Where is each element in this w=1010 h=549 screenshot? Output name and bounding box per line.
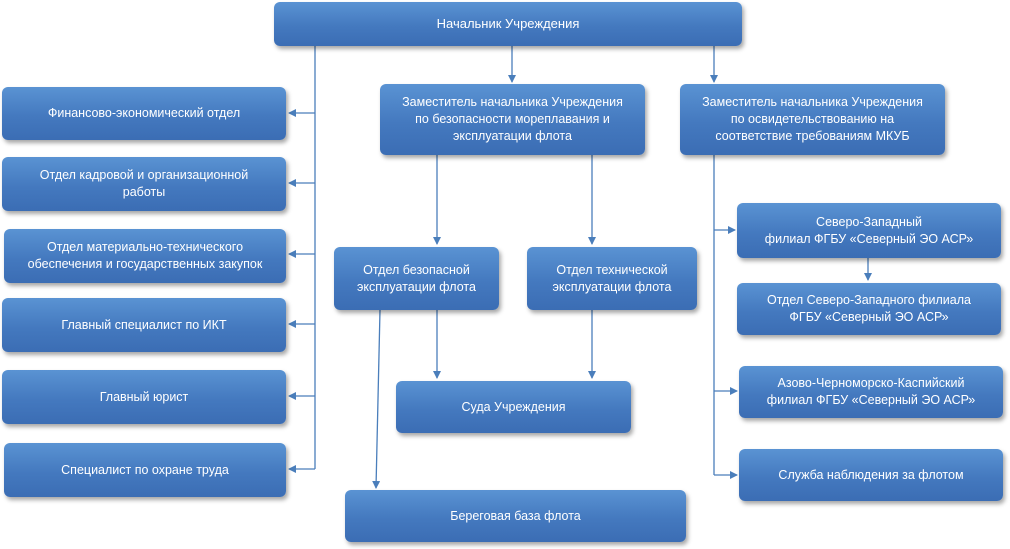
node-deputy-safety: Заместитель начальника Учреждения по без… [380, 84, 645, 155]
node-lawyer: Главный юрист [2, 370, 286, 424]
node-vessels: Суда Учреждения [396, 381, 631, 433]
node-nw-branch-dept: Отдел Северо-Западного филиала ФГБУ «Сев… [737, 283, 1001, 335]
node-head: Начальник Учреждения [274, 2, 742, 46]
node-deputy-cert: Заместитель начальника Учреждения по осв… [680, 84, 945, 155]
node-finance: Финансово-экономический отдел [2, 87, 286, 140]
node-azov-branch: Азово-Черноморско-Каспийский филиал ФГБУ… [739, 366, 1003, 418]
node-ict: Главный специалист по ИКТ [2, 298, 286, 352]
node-nw-branch: Северо-Западный филиал ФГБУ «Северный ЭО… [737, 203, 1001, 258]
node-coastal-base: Береговая база флота [345, 490, 686, 542]
node-safe-operation: Отдел безопасной эксплуатации флота [334, 247, 499, 310]
node-tech-operation: Отдел технической эксплуатации флота [527, 247, 697, 310]
node-labor-safety: Специалист по охране труда [4, 443, 286, 497]
node-fleet-monitoring: Служба наблюдения за флотом [739, 449, 1003, 501]
node-procurement: Отдел материально-технического обеспечен… [4, 229, 286, 283]
node-hr: Отдел кадровой и организационной работы [2, 157, 286, 211]
arrow-to-coastal-base [372, 309, 381, 489]
